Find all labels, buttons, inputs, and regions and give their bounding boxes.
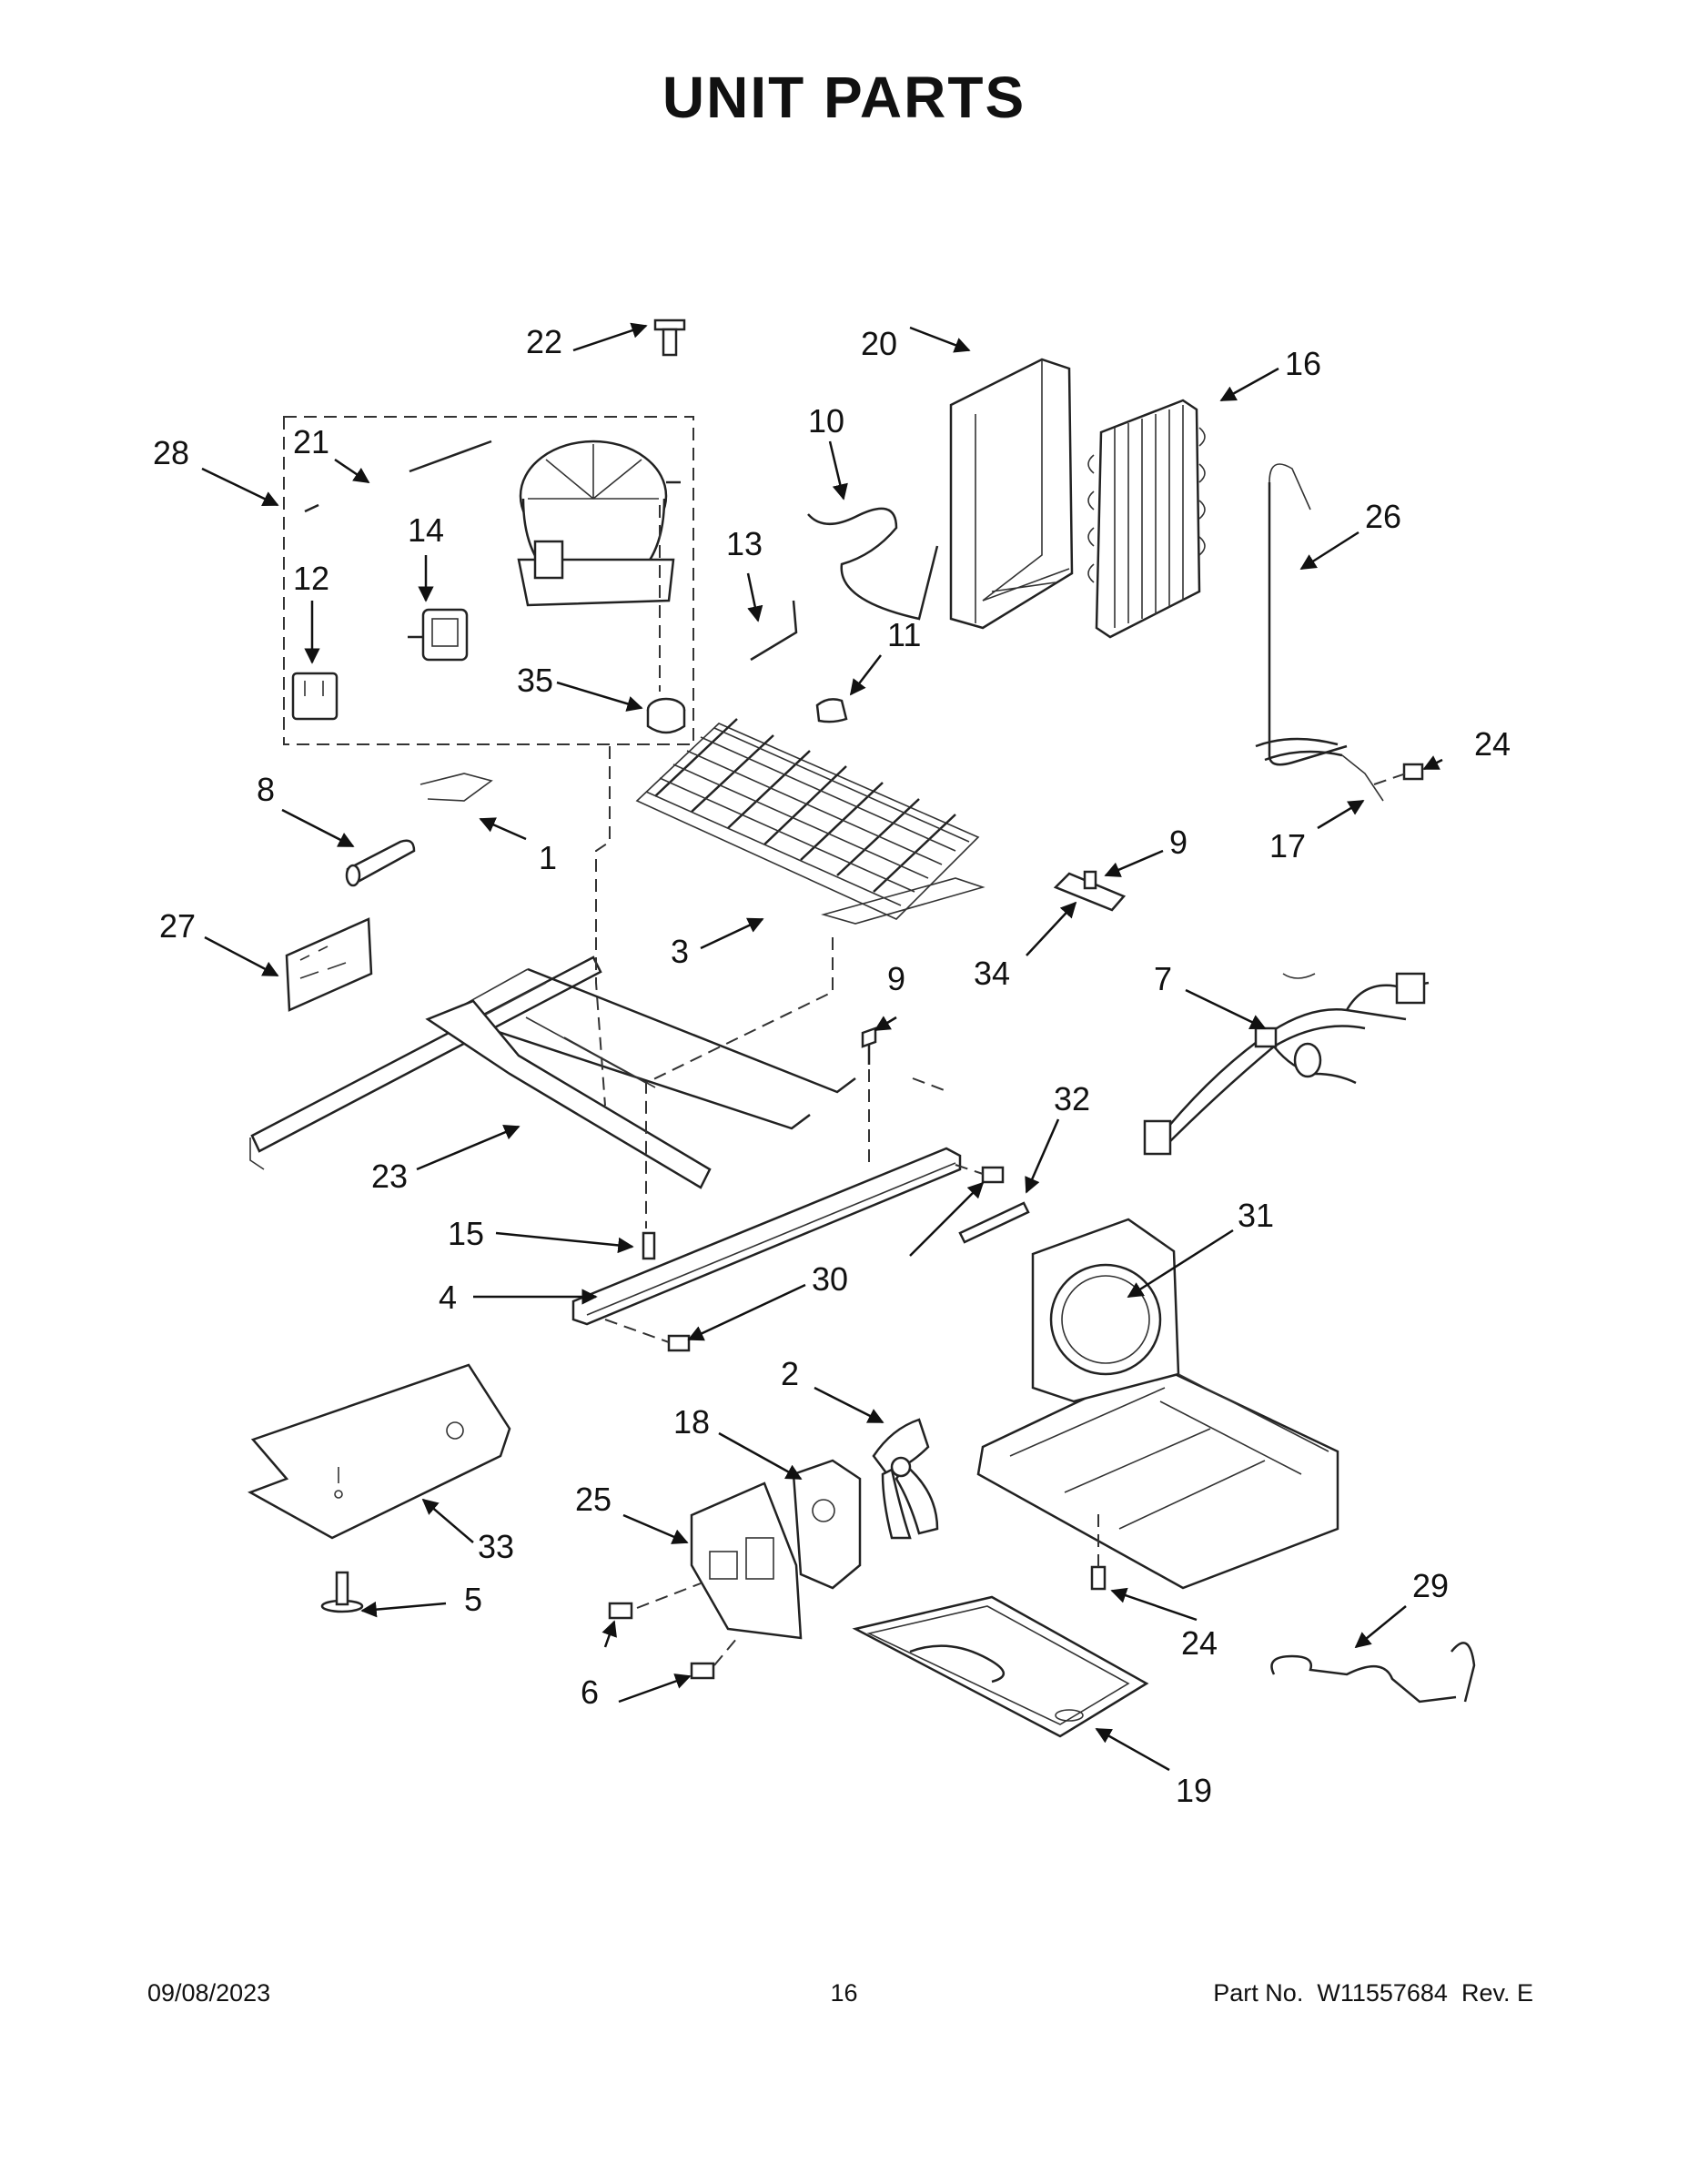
drier-part bbox=[304, 440, 492, 513]
callout-16: 16 bbox=[1285, 345, 1321, 382]
callout-18: 18 bbox=[673, 1403, 710, 1441]
callout-22: 22 bbox=[526, 323, 562, 360]
screw-15 bbox=[642, 1231, 656, 1260]
part-label: Part No. bbox=[1213, 1979, 1304, 2007]
assembly-guideline-e bbox=[595, 937, 606, 1107]
small-tube-part bbox=[750, 600, 798, 662]
screw-24a bbox=[1090, 1565, 1107, 1591]
callout-24a: 24 bbox=[1474, 725, 1511, 763]
callout-labels: 1 2 3 4 5 6 7 8 9 9 10 11 12 13 14 15 16… bbox=[153, 323, 1511, 1809]
callout-13: 13 bbox=[726, 525, 763, 562]
screw-9b bbox=[861, 1026, 877, 1065]
condenser-coil-part bbox=[1087, 399, 1206, 639]
callout-19: 19 bbox=[1176, 1772, 1212, 1809]
assembly-guideline-j bbox=[1373, 773, 1407, 785]
screw-30a bbox=[981, 1166, 1005, 1184]
footer-page-number: 16 bbox=[830, 1979, 858, 2007]
clip-part bbox=[815, 698, 848, 723]
callout-20: 20 bbox=[861, 325, 897, 362]
callout-12: 12 bbox=[293, 560, 329, 597]
leader-lines bbox=[201, 322, 1443, 1772]
callout-25: 25 bbox=[575, 1481, 612, 1518]
callout-26: 26 bbox=[1365, 498, 1401, 535]
footer-date: 09/08/2023 bbox=[147, 1979, 271, 2007]
assembly-guideline-f bbox=[604, 1319, 670, 1343]
callout-4: 4 bbox=[439, 1279, 457, 1316]
compressor-part bbox=[517, 440, 681, 607]
callout-21: 21 bbox=[293, 423, 329, 460]
assembly-guideline-i bbox=[912, 1077, 950, 1093]
callout-2: 2 bbox=[781, 1355, 799, 1392]
callout-30: 30 bbox=[812, 1260, 848, 1298]
cover-plate-part bbox=[248, 1363, 511, 1540]
condenser-shroud-part bbox=[949, 358, 1074, 630]
mounting-stud-part bbox=[653, 318, 686, 357]
condenser-grid-part bbox=[635, 718, 986, 925]
support-bar-part bbox=[571, 1147, 962, 1326]
callout-10: 10 bbox=[808, 402, 844, 440]
page-title: UNIT PARTS bbox=[662, 65, 1026, 130]
fan-blade-part bbox=[872, 1418, 939, 1540]
callout-9b: 9 bbox=[887, 960, 905, 997]
screw-30b bbox=[667, 1334, 691, 1352]
assembly-guideline-k bbox=[955, 1164, 984, 1175]
leveling-foot-part bbox=[320, 1571, 364, 1613]
callout-32: 32 bbox=[1054, 1080, 1090, 1117]
screw-9a bbox=[1083, 870, 1097, 890]
callout-5: 5 bbox=[464, 1581, 482, 1618]
drain-heater-part bbox=[1270, 1642, 1476, 1704]
drain-pan-part bbox=[852, 1595, 1149, 1738]
callout-35: 35 bbox=[517, 662, 553, 699]
callout-15: 15 bbox=[448, 1215, 484, 1252]
tube-part bbox=[807, 507, 939, 621]
screw-6b bbox=[690, 1662, 715, 1680]
callout-11: 11 bbox=[887, 616, 921, 653]
control-board-part bbox=[285, 917, 373, 1012]
callout-14: 14 bbox=[408, 511, 444, 549]
callout-17: 17 bbox=[1269, 827, 1306, 864]
callout-6: 6 bbox=[581, 1673, 599, 1711]
callout-31: 31 bbox=[1238, 1197, 1274, 1234]
bracket-part bbox=[419, 773, 493, 802]
revision: Rev. E bbox=[1461, 1979, 1533, 2007]
callout-29: 29 bbox=[1412, 1567, 1449, 1604]
wire-harness-part bbox=[1143, 972, 1430, 1156]
compressor-kit-box bbox=[283, 416, 694, 745]
callout-9a: 9 bbox=[1169, 824, 1188, 861]
heater-part bbox=[1255, 463, 1384, 802]
assembly-guideline-g bbox=[636, 1582, 738, 1666]
assembly-guideline-c bbox=[645, 937, 834, 1228]
callout-7: 7 bbox=[1154, 960, 1172, 997]
relay-part bbox=[408, 608, 469, 662]
callout-3: 3 bbox=[671, 933, 689, 970]
cable-tie-part bbox=[958, 1201, 1030, 1244]
part-number: W11557684 bbox=[1317, 1979, 1448, 2007]
screw-6a bbox=[608, 1602, 633, 1620]
callout-33: 33 bbox=[478, 1528, 514, 1565]
sleeve-part bbox=[345, 839, 416, 887]
base-pan-part bbox=[976, 1218, 1339, 1590]
callout-34: 34 bbox=[974, 955, 1010, 992]
callout-1: 1 bbox=[539, 839, 557, 876]
frame-rail-part bbox=[249, 956, 856, 1189]
callout-23: 23 bbox=[371, 1158, 408, 1195]
assembly-guideline-a bbox=[595, 746, 611, 937]
retainer-part bbox=[1053, 872, 1127, 912]
motor-bracket-part bbox=[690, 1481, 803, 1640]
grommet-part bbox=[646, 697, 686, 734]
screw-24b bbox=[1402, 763, 1424, 781]
callout-28: 28 bbox=[153, 434, 189, 471]
callout-24b: 24 bbox=[1181, 1624, 1218, 1662]
fan-motor-part bbox=[792, 1459, 862, 1590]
start-device-part bbox=[291, 672, 339, 721]
callout-8: 8 bbox=[257, 771, 275, 808]
footer-part-info: Part No. W11557684 Rev. E bbox=[1213, 1979, 1533, 2007]
callout-27: 27 bbox=[159, 907, 196, 945]
